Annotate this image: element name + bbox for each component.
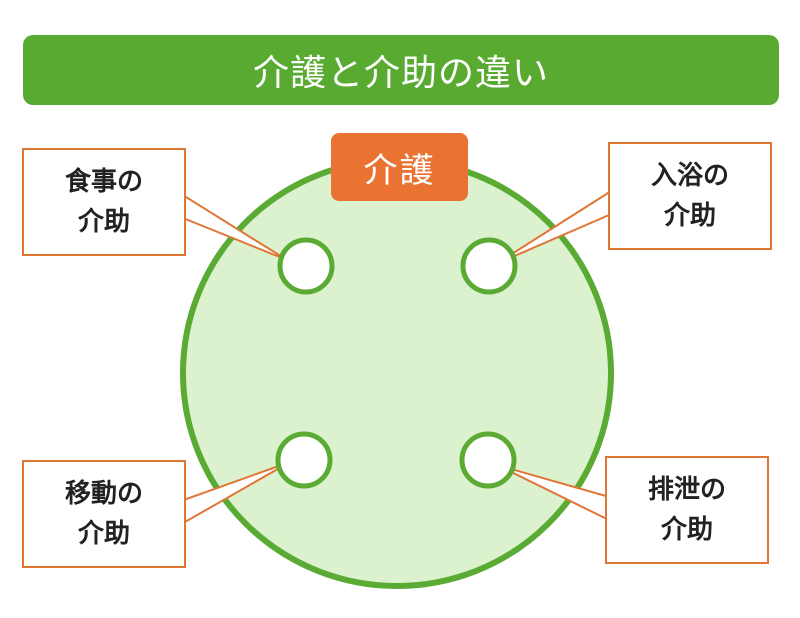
- inner-circle-bath: [460, 237, 518, 295]
- callout-bath-assistance: 入浴の 介助: [608, 142, 772, 250]
- callout-line-1: 移動の: [64, 479, 143, 509]
- callout-line-2: 介助: [663, 201, 716, 231]
- callout-toileting-assistance: 排泄の 介助: [605, 456, 769, 564]
- callout-line-1: 食事の: [64, 167, 143, 197]
- callout-mobility-assistance: 移動の 介助: [22, 460, 186, 568]
- callout-meal-assistance: 食事の 介助: [22, 148, 186, 256]
- page-title: 介護と介助の違い: [252, 53, 549, 94]
- callout-line-1: 入浴の: [650, 161, 729, 191]
- inner-circle-meal: [277, 237, 335, 295]
- core-label-text: 介護: [363, 150, 436, 191]
- core-label: 介護: [331, 133, 468, 201]
- callout-line-2: 介助: [660, 515, 713, 545]
- callout-line-2: 介助: [77, 519, 130, 549]
- title-bar: 介護と介助の違い: [23, 35, 779, 105]
- care-circle: [180, 157, 614, 589]
- inner-circle-move: [275, 431, 333, 489]
- callout-line-1: 排泄の: [647, 475, 726, 505]
- callout-line-2: 介助: [77, 207, 130, 237]
- inner-circle-excrete: [459, 431, 517, 489]
